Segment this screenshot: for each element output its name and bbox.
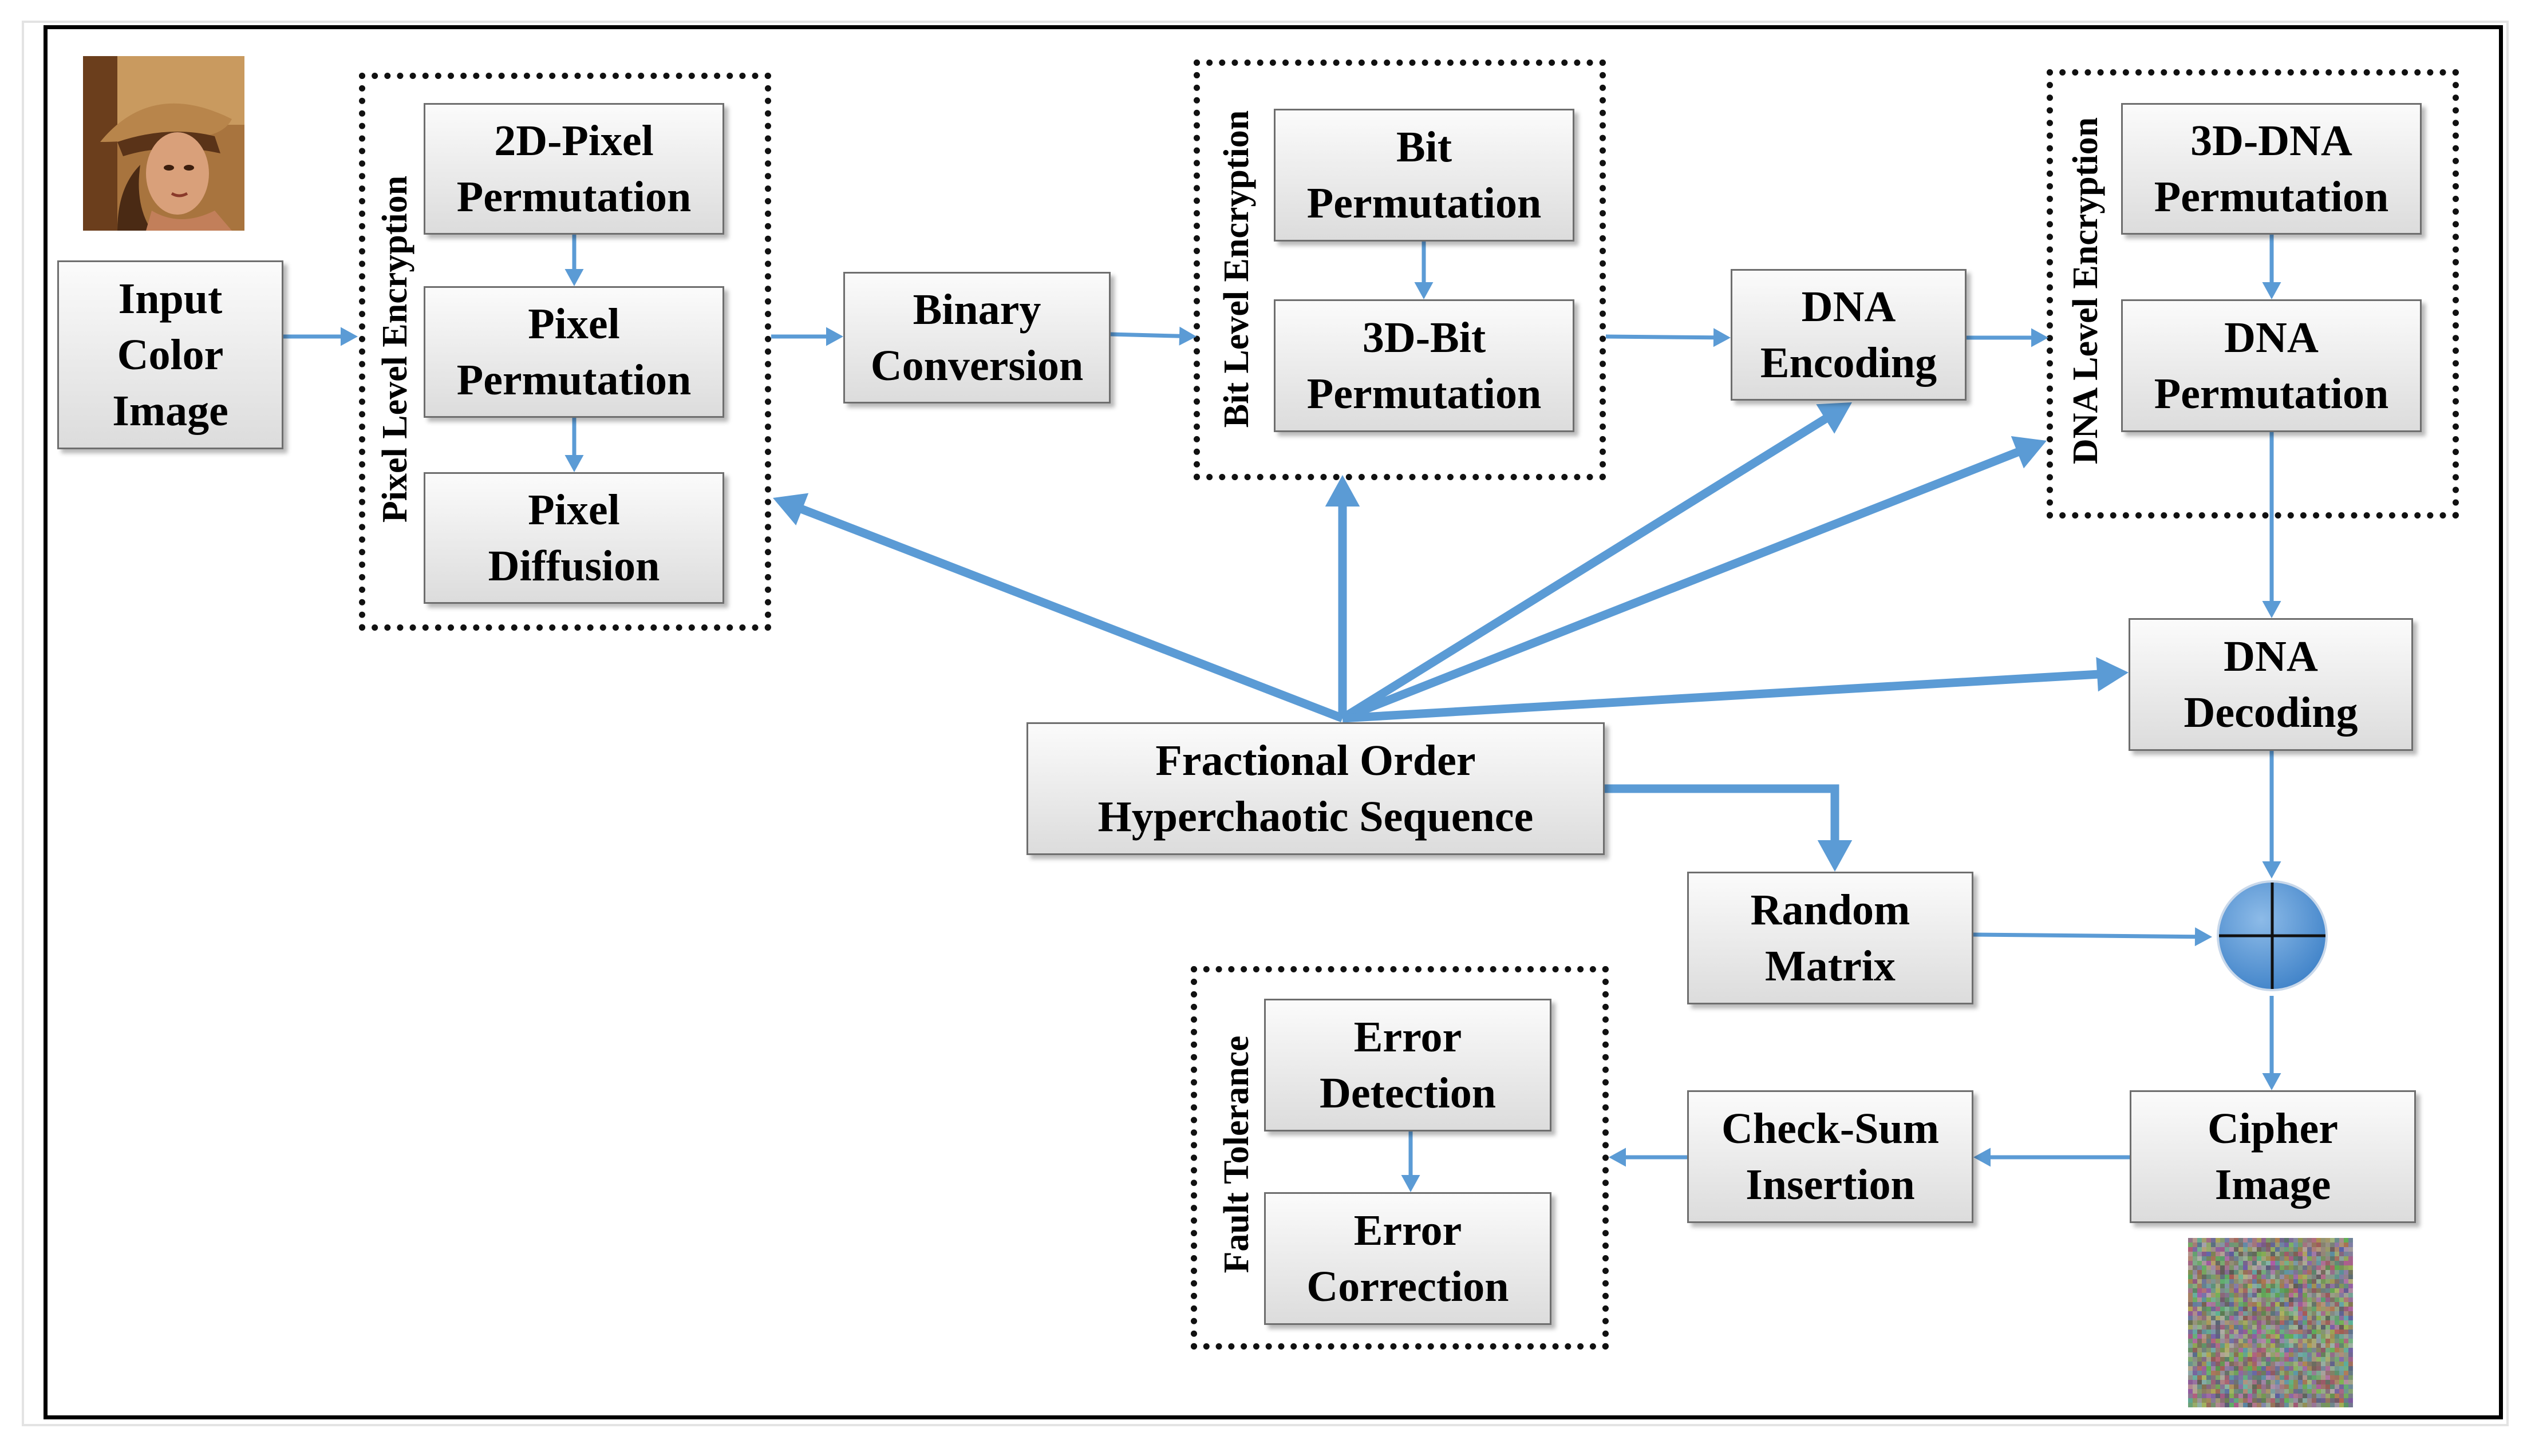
arrow-bit-to-dnaencoding-head (1713, 328, 1731, 347)
xor-operator-icon (2217, 880, 2328, 991)
random-matrix-box: Random Matrix (1687, 872, 1973, 1004)
arrow-random-to-xor-head (2194, 927, 2212, 947)
arrow-checksum-to-fault-head (1609, 1148, 1626, 1167)
key-arrow-to-dnaencoding (1340, 413, 1830, 722)
key-arrow-to-pixel-head (773, 493, 809, 526)
pixel-diffusion-box: Pixel Diffusion (424, 472, 724, 604)
bit-permutation-box: Bit Permutation (1274, 109, 1574, 242)
arrow-2dpixel-to-pixelperm-head (564, 269, 584, 286)
key-arrow-to-random (1605, 784, 1839, 844)
key-arrow-to-dnaencoding-head (1816, 402, 1852, 434)
arrow-3ddna-to-dnaperm-head (2262, 282, 2281, 299)
diagram-frame (44, 25, 2503, 1419)
dna-level-group (2047, 69, 2459, 519)
arrow-bit-to-dnaencoding (1605, 334, 1716, 340)
input-image-thumbnail (83, 56, 244, 231)
binary-conversion-box: Binary Conversion (843, 272, 1111, 403)
key-arrow-to-random-head (1817, 840, 1853, 872)
checksum-insertion-box: Check-Sum Insertion (1687, 1090, 1973, 1223)
2d-pixel-permutation-box: 2D-Pixel Permutation (424, 103, 724, 235)
cipher-image-box: Cipher Image (2130, 1090, 2416, 1223)
arrow-dnaencoding-to-dna-head (2031, 328, 2048, 347)
outer-shadow-frame (22, 21, 2509, 1426)
error-correction-box: Error Correction (1264, 1192, 1551, 1325)
key-arrow-to-dna-head (2011, 436, 2047, 469)
arrow-detection-to-correction-head (1401, 1175, 1420, 1192)
arrow-dnaperm-to-decoding-head (2262, 601, 2281, 618)
arrow-decoding-to-xor-head (2262, 861, 2281, 879)
dna-permutation-box: DNA Permutation (2121, 299, 2422, 432)
pixel-permutation-box: Pixel Permutation (424, 286, 724, 418)
thin-arrows (283, 235, 2281, 1192)
key-arrow-to-pixel (797, 504, 1344, 722)
arrow-xor-to-cipher-head (2262, 1073, 2281, 1090)
arrow-binary-to-bit (1110, 332, 1182, 338)
key-arrow-to-dna (1341, 447, 2022, 722)
key-arrow-to-decoding (1342, 670, 2101, 723)
pixel-level-group (359, 73, 771, 631)
key-arrow-to-bit-head (1325, 475, 1360, 507)
arrow-input-to-pixel-head (341, 327, 358, 346)
dna-decoding-box: DNA Decoding (2129, 618, 2413, 751)
dna-encoding-box: DNA Encoding (1731, 269, 1967, 401)
arrow-random-to-xor (1973, 932, 2197, 939)
arrow-binary-to-bit-head (1179, 326, 1197, 346)
arrow-pixelperm-to-diffusion-head (564, 455, 584, 472)
hyperchaotic-sequence-box: Fractional Order Hyperchaotic Sequence (1026, 722, 1605, 855)
arrow-pixel-to-binary-head (826, 327, 843, 346)
arrow-bitperm-to-3dbit-head (1414, 282, 1434, 299)
cipher-image-thumbnail (2188, 1238, 2353, 1407)
input-color-image-box: Input Color Image (57, 260, 283, 449)
fault-tolerance-group (1191, 966, 1609, 1350)
thick-arrows (773, 402, 2129, 872)
key-arrow-to-decoding-head (2096, 657, 2129, 692)
error-detection-box: Error Detection (1264, 999, 1551, 1131)
bit-level-group (1194, 60, 1606, 480)
arrow-cipher-to-checksum-head (1973, 1148, 1991, 1167)
3d-bit-permutation-box: 3D-Bit Permutation (1274, 299, 1574, 432)
3d-dna-permutation-box: 3D-DNA Permutation (2121, 103, 2422, 235)
